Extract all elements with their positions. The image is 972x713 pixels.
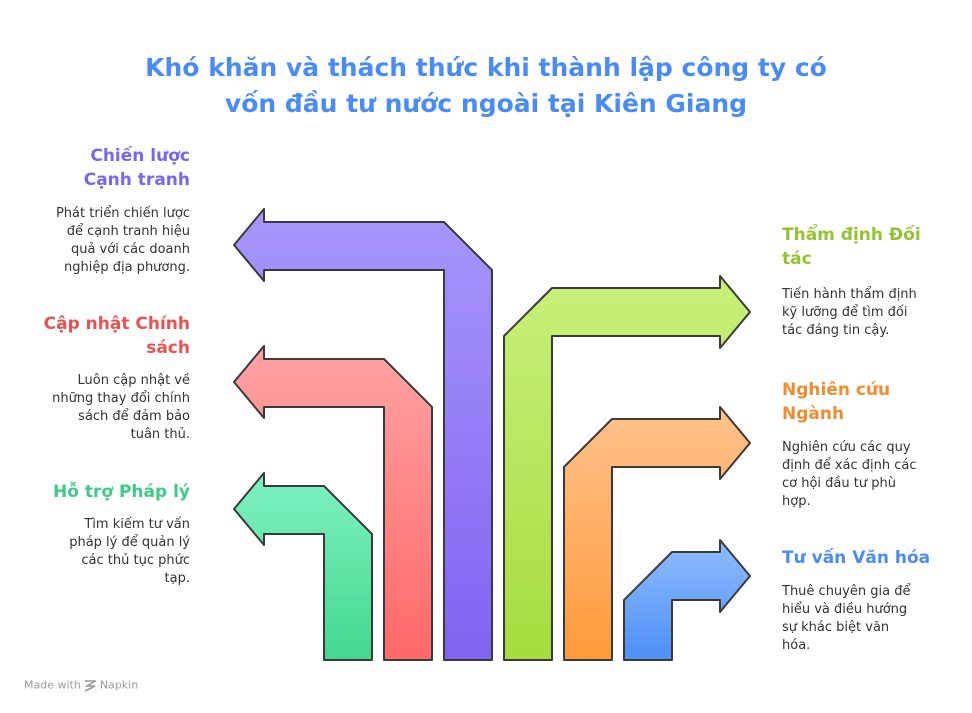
arrow-partner-vetting <box>503 275 751 661</box>
desc-line: pháp lý để quản lý <box>69 535 190 550</box>
footer-text: Made with <box>24 678 81 692</box>
napkin-logo-icon <box>84 679 100 692</box>
label-line: Tư vấn Văn hóa <box>782 548 931 568</box>
label-line: tác <box>782 249 812 269</box>
label-line: Ngành <box>782 404 845 424</box>
label-line: Cập nhật Chính <box>43 314 190 334</box>
desc-line: các thủ tục phức <box>81 553 190 568</box>
desc-line: Thuê chuyên gia để <box>782 584 911 599</box>
label-line: Cạnh tranh <box>83 170 190 190</box>
desc-line: định để xác định các <box>782 458 917 473</box>
desc-line: kỹ lưỡng để tìm đối <box>782 305 908 320</box>
desc-line: sách để đảm bảo <box>78 409 190 424</box>
made-with-napkin[interactable]: Made with Napkin <box>24 678 138 692</box>
desc-line: sự khác biệt văn <box>782 620 890 635</box>
label-cultural-advice: Tư vấn Văn hóa <box>782 546 930 570</box>
desc-line: tuân thủ. <box>130 427 190 442</box>
label-industry-research: Nghiên cứu Ngành <box>782 378 890 426</box>
desc-policy-update: Luôn cập nhật về những thay đổi chính sá… <box>52 372 190 444</box>
desc-line: Luôn cập nhật về <box>77 373 190 388</box>
label-line: Nghiên cứu <box>782 380 891 400</box>
desc-partner-vetting: Tiến hành thẩm định kỹ lưỡng để tìm đối … <box>782 286 917 340</box>
desc-line: hợp. <box>782 494 811 509</box>
desc-line: tác đáng tin cậy. <box>782 323 890 338</box>
label-partner-vetting: Thẩm định Đối tác <box>782 223 921 271</box>
label-line: sách <box>146 338 190 358</box>
desc-competition-strategy: Phát triển chiến lược để cạnh tranh hiệu… <box>56 205 190 277</box>
desc-line: hóa. <box>782 638 811 653</box>
label-line: Chiến lược <box>90 146 190 166</box>
desc-line: quả với các doanh <box>70 242 190 257</box>
arrow-policy-update <box>233 345 433 661</box>
desc-line: Tiến hành thẩm định <box>782 287 917 302</box>
desc-line: hiểu và điều hướng <box>782 602 908 617</box>
title-line-2: vốn đầu tư nước ngoài tại Kiên Giang <box>224 89 748 118</box>
desc-line: Phát triển chiến lược <box>55 206 190 221</box>
footer-brand: Napkin <box>99 678 139 692</box>
desc-industry-research: Nghiên cứu các quy định để xác định các … <box>782 439 917 511</box>
desc-cultural-advice: Thuê chuyên gia để hiểu và điều hướng sự… <box>782 583 910 655</box>
desc-line: tạp. <box>164 571 190 586</box>
label-legal-support: Hỗ trợ Pháp lý <box>53 480 190 504</box>
desc-line: Tìm kiếm tư vấn <box>84 517 190 532</box>
arrow-competition-strategy <box>233 208 493 661</box>
title-line-1: Khó khăn và thách thức khi thành lập côn… <box>145 53 827 82</box>
desc-legal-support: Tìm kiếm tư vấn pháp lý để quản lý các t… <box>69 516 190 588</box>
desc-line: để cạnh tranh hiệu <box>66 224 190 239</box>
desc-line: những thay đổi chính <box>52 391 190 406</box>
label-line: Thẩm định Đối <box>782 225 921 245</box>
label-competition-strategy: Chiến lược Cạnh tranh <box>84 144 190 192</box>
arrow-industry-research <box>563 406 751 661</box>
desc-line: Nghiên cứu các quy <box>782 440 911 455</box>
arrow-cultural-advice <box>623 539 751 661</box>
label-policy-update: Cập nhật Chính sách <box>44 312 190 360</box>
label-line: Hỗ trợ Pháp lý <box>53 482 190 502</box>
desc-line: cơ hội đầu tư phù <box>782 476 896 491</box>
arrow-legal-support <box>233 472 373 661</box>
desc-line: nghiệp địa phương. <box>64 260 190 275</box>
page-title: Khó khăn và thách thức khi thành lập côn… <box>0 50 972 122</box>
